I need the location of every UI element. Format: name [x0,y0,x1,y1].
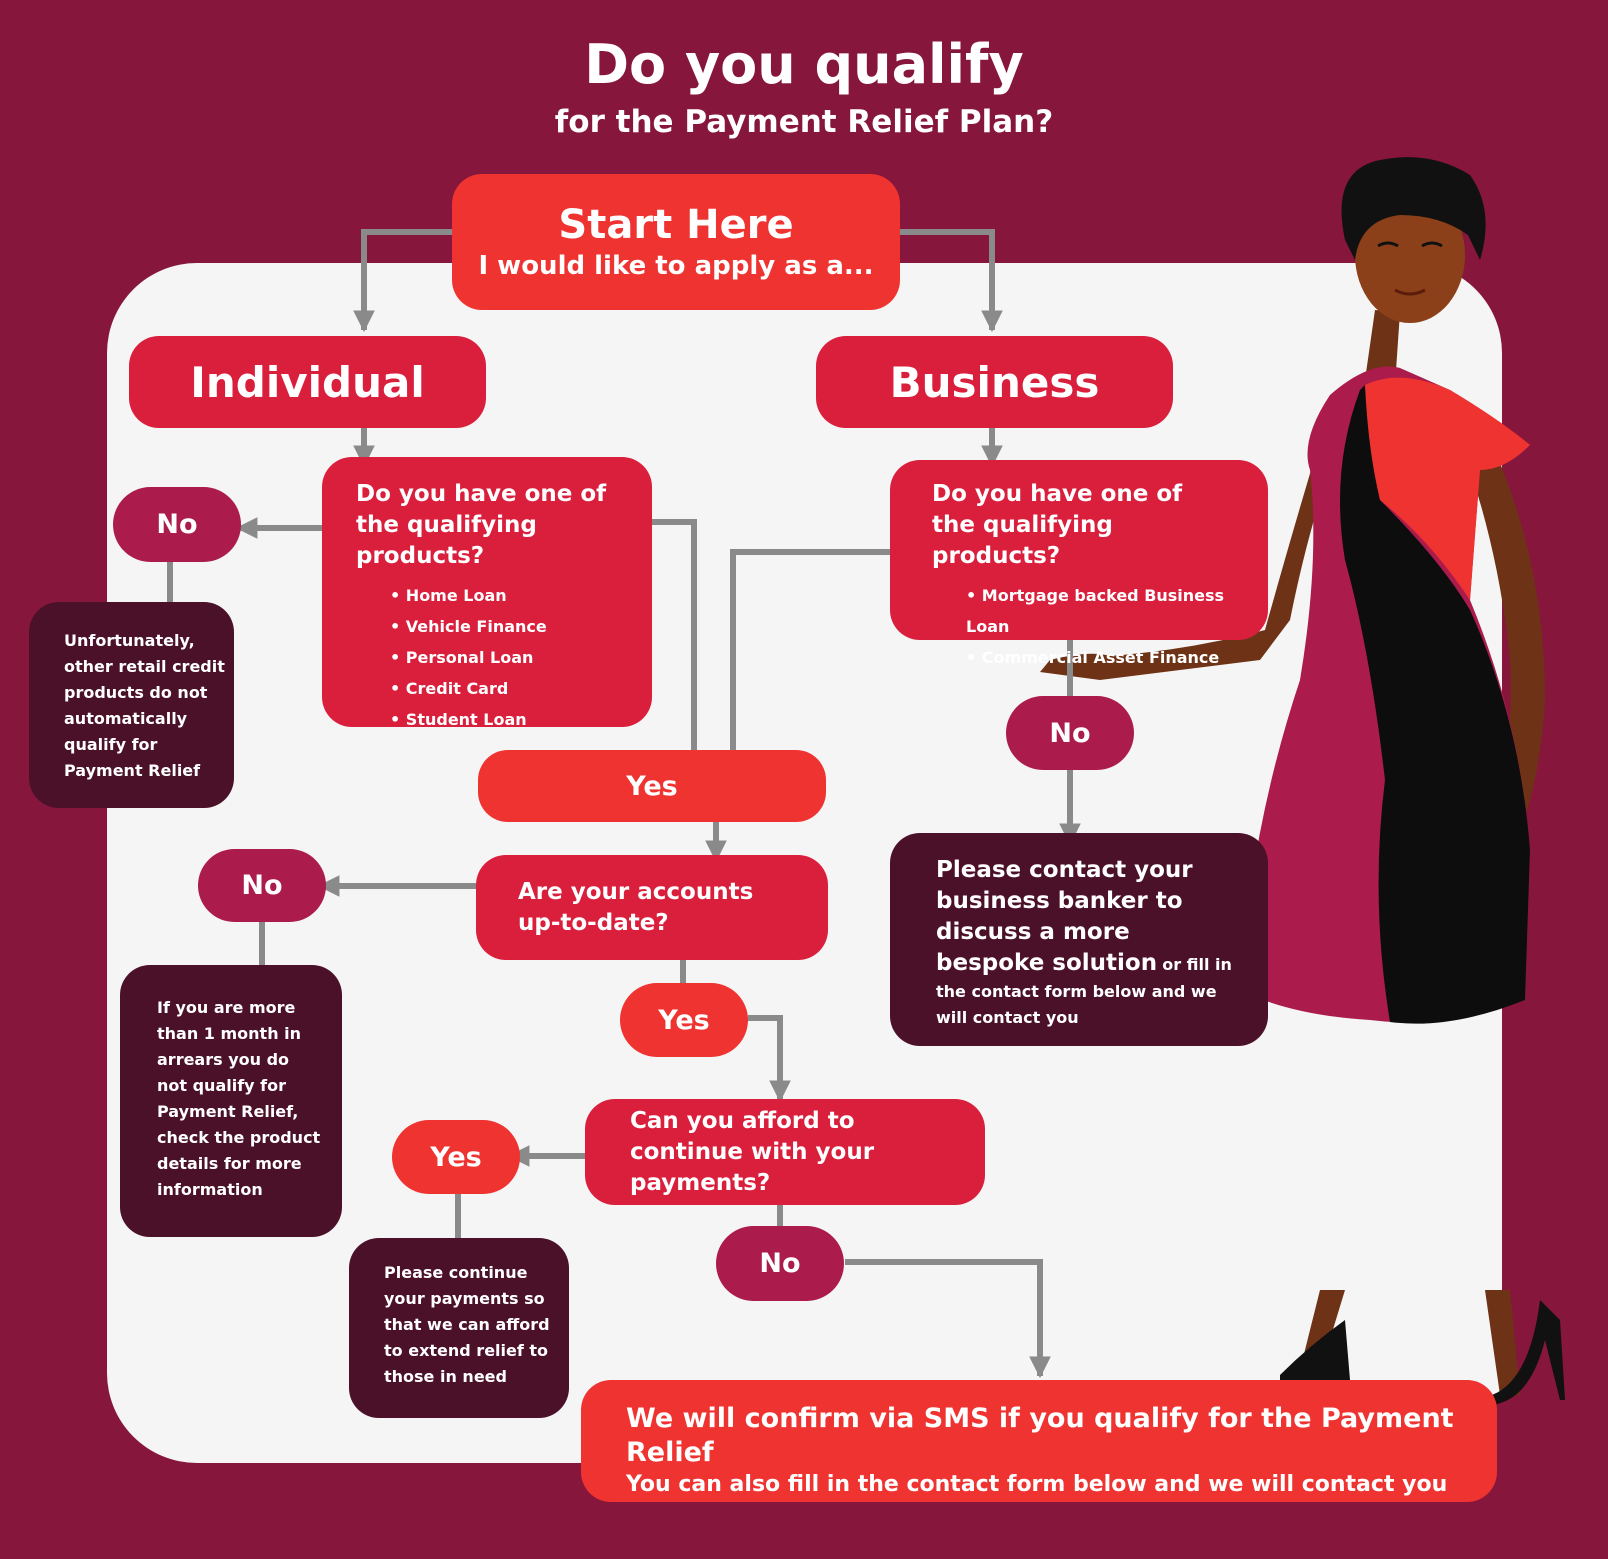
line-individual-yes [652,519,697,750]
individual-box: Individual [129,336,486,428]
product-item: Home Loan [390,580,652,611]
arrow-afford-no-final [845,1259,1051,1379]
business-question-box: Do you have one of the qualifying produc… [890,460,1268,667]
product-item: Vehicle Finance [390,611,652,642]
business-no-note-regular: or fill in the contact form below and we… [936,955,1232,1027]
yes-merge-pill: Yes [478,750,826,822]
start-subheading: I would like to apply as a... [478,251,874,281]
page-title: Do you qualify [584,33,1024,96]
arrow-start-business [900,229,1003,333]
business-question-text: Do you have one of the qualifying produc… [932,481,1183,569]
accounts-yes-pill: Yes [620,983,748,1057]
arrow-start-individual [353,229,452,333]
individual-no-pill: No [113,487,241,562]
business-box: Business [816,336,1173,428]
arrow-accounts-yes-afford [748,1015,791,1103]
afford-no-pill: No [716,1226,844,1301]
final-main-text: We will confirm via SMS if you qualify f… [626,1403,1454,1468]
product-item: Mortgage backed Business Loan [966,580,1268,642]
accounts-no-pill: No [198,849,326,922]
business-products-list: Mortgage backed Business Loan Commercial… [932,580,1268,673]
individual-question-box: Do you have one of the qualifying produc… [322,457,652,729]
business-no-note-bold: Please contact your business banker to d… [936,857,1193,976]
start-here-box: Start Here I would like to apply as a... [452,174,900,310]
start-heading: Start Here [558,202,794,248]
individual-question-text: Do you have one of the qualifying produc… [356,481,607,569]
final-confirmation-box: We will confirm via SMS if you qualify f… [581,1380,1497,1502]
afford-question-text: Can you afford to continue with your pay… [630,1107,875,1196]
page-subtitle: for the Payment Relief Plan? [554,104,1054,140]
final-sub-text: You can also fill in the contact form be… [626,1472,1448,1497]
afford-yes-pill: Yes [392,1120,520,1194]
product-item: Commercial Asset Finance [966,642,1268,673]
product-item: Student Loan [390,704,652,735]
business-no-pill: No [1006,696,1134,770]
business-no-note: Please contact your business banker to d… [890,833,1268,1046]
accounts-question-box: Are your accounts up-to-date? [476,855,828,960]
afford-question-box: Can you afford to continue with your pay… [585,1099,985,1205]
afford-yes-note: Please continue your payments so that we… [349,1238,569,1418]
product-item: Credit Card [390,673,652,704]
woman-illustration [1040,157,1565,1405]
connectors [167,229,1081,1379]
individual-products-list: Home Loan Vehicle Finance Personal Loan … [356,580,652,735]
line-business-yes [730,549,890,750]
individual-no-note: Unfortunately, other retail credit produ… [29,602,234,808]
product-item: Personal Loan [390,642,652,673]
accounts-question-text: Are your accounts up-to-date? [518,878,754,936]
accounts-no-note: If you are more than 1 month in arrears … [120,965,342,1237]
